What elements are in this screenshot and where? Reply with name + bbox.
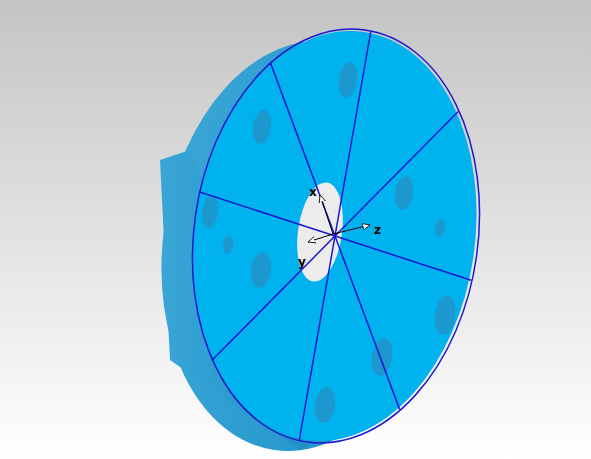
- disc-outline: [166, 10, 505, 459]
- axis-label: x: [309, 186, 317, 198]
- diameter-lines: [199, 31, 471, 441]
- disc-face: [168, 13, 503, 459]
- axis-label: y: [298, 256, 306, 268]
- bolt-holes: [200, 61, 458, 424]
- axis-label: z: [374, 224, 381, 236]
- axis-triad: [308, 195, 370, 242]
